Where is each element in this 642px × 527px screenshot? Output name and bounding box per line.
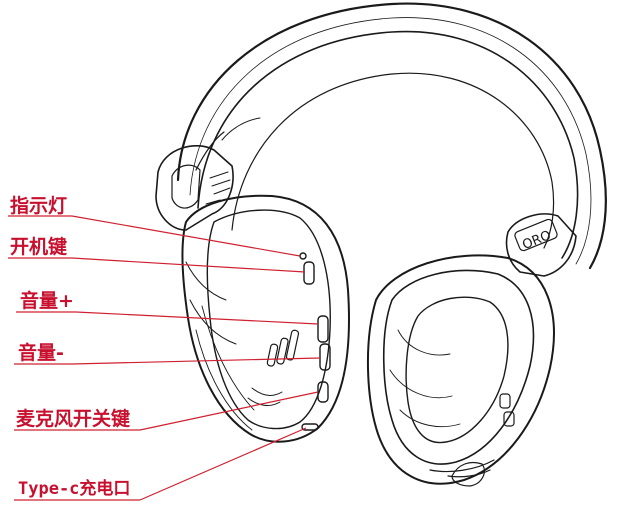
volume-up-button-shape	[317, 315, 329, 343]
left-earcup-plate	[206, 209, 331, 430]
indicator-light-dot	[299, 252, 307, 260]
leader-power-button	[71, 257, 306, 273]
headband-hatch	[189, 17, 592, 265]
headband-inner	[197, 30, 579, 259]
right-earcup-shell	[367, 254, 555, 485]
oro-badge-text: ORO	[520, 228, 553, 253]
callout-label-power-button: 开机键	[10, 236, 68, 258]
leader-mic-switch	[139, 391, 319, 431]
callout-label-mic-switch: 麦克风开关键	[16, 408, 131, 430]
slider-rail	[195, 131, 225, 171]
callout-label-volume-down: 音量-	[18, 342, 64, 364]
leader-type-c-port	[139, 427, 307, 501]
leader-indicator-light	[71, 215, 301, 257]
leader-volume-up	[75, 311, 319, 325]
callout-label-volume-up: 音量+	[20, 290, 74, 312]
volume-down-button-shape	[319, 343, 331, 371]
left-earcup-shell	[181, 194, 350, 443]
leader-volume-down	[71, 357, 321, 365]
headband-outer	[176, 2, 607, 270]
left-yoke	[155, 145, 234, 231]
callout-label-indicator-light: 指示灯	[10, 195, 68, 217]
power-button-shape	[303, 261, 315, 285]
type-c-port-shape	[301, 423, 319, 431]
callout-label-type-c-port: Type-c充电口	[18, 479, 131, 499]
oro-badge-frame	[514, 218, 558, 252]
